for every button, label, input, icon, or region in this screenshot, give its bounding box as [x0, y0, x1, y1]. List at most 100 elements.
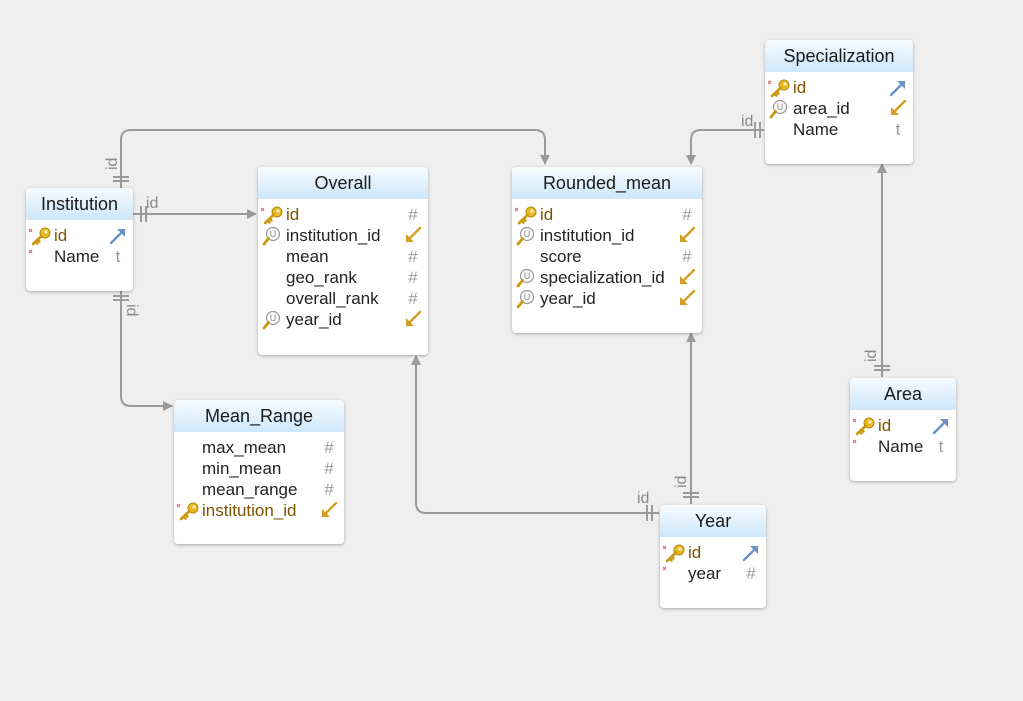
arrow-up-right-icon [109, 225, 127, 246]
not-null-icon [28, 246, 52, 267]
table-title: Mean_Range [174, 400, 344, 432]
label-year-top: id [673, 476, 690, 488]
table-rounded-mean[interactable]: Rounded_mean id # U institution_id score… [512, 167, 702, 333]
arrow-down-left-icon [678, 225, 696, 246]
column-row[interactable]: max_mean # [174, 437, 344, 458]
column-name: overall_rank [286, 289, 379, 308]
column-type: # [408, 289, 418, 308]
column-row[interactable]: id # [512, 204, 702, 225]
column-type: # [408, 205, 418, 224]
column-name: geo_rank [286, 268, 357, 287]
column-name: id [540, 205, 554, 224]
column-row[interactable]: id [660, 542, 766, 563]
column-name: institution_id [202, 501, 297, 520]
column-row[interactable]: U specialization_id [512, 267, 702, 288]
primary-key-icon [514, 204, 538, 225]
link-year-overall [411, 355, 659, 514]
column-name: mean_range [202, 480, 298, 499]
column-row[interactable]: Name t [26, 246, 133, 267]
label-year-left: id [637, 490, 649, 507]
table-title: Institution [26, 188, 133, 220]
svg-text:U: U [777, 102, 784, 112]
column-row[interactable]: U year_id [258, 309, 428, 330]
column-name: year [688, 564, 722, 583]
arrow-down-left-icon [320, 500, 338, 521]
column-row[interactable]: year # [660, 563, 766, 584]
column-type: # [324, 459, 334, 478]
column-row[interactable]: id [765, 77, 913, 98]
foreign-key-icon: U [514, 288, 538, 309]
column-name: Name [54, 247, 100, 266]
column-row[interactable]: id # [258, 204, 428, 225]
label-specialization-left: id [741, 113, 753, 130]
primary-key-icon [176, 500, 200, 521]
svg-text:U: U [524, 229, 531, 239]
column-type: # [408, 247, 418, 266]
column-type: # [324, 480, 334, 499]
column-row[interactable]: mean_range # [174, 479, 344, 500]
column-name: area_id [793, 99, 850, 118]
column-row[interactable]: Name t [765, 119, 913, 140]
link-specialization-rounded-mean [686, 129, 764, 165]
table-area[interactable]: Area id Name t [850, 378, 956, 481]
primary-key-icon [260, 204, 284, 225]
column-row[interactable]: mean # [258, 246, 428, 267]
table-title: Year [660, 505, 766, 537]
foreign-key-icon: U [767, 98, 791, 119]
foreign-key-icon: U [514, 225, 538, 246]
link-institution-mean-range [120, 291, 173, 411]
column-name: mean [286, 247, 329, 266]
table-title: Area [850, 378, 956, 410]
column-name: min_mean [202, 459, 282, 478]
column-name: year_id [540, 289, 596, 308]
column-row[interactable]: id [850, 415, 956, 436]
column-row[interactable]: Name t [850, 436, 956, 457]
table-specialization[interactable]: Specialization id U area_id Name t [765, 40, 913, 164]
table-overall[interactable]: Overall id # U institution_id mean # geo… [258, 167, 428, 355]
column-type: # [408, 268, 418, 287]
foreign-key-icon: U [260, 225, 284, 246]
column-row[interactable]: institution_id [174, 500, 344, 521]
column-row[interactable]: U area_id [765, 98, 913, 119]
label-institution-bottom: id [123, 304, 140, 316]
label-institution-right: id [146, 195, 158, 212]
column-row[interactable]: geo_rank # [258, 267, 428, 288]
column-row[interactable]: id [26, 225, 133, 246]
column-name: id [286, 205, 300, 224]
primary-key-icon [662, 542, 686, 563]
table-title: Overall [258, 167, 428, 199]
table-mean-range[interactable]: Mean_Range max_mean # min_mean # mean_ra… [174, 400, 344, 544]
link-institution-rounded-mean [120, 129, 550, 188]
svg-text:U: U [270, 313, 277, 323]
column-row[interactable]: U institution_id [258, 225, 428, 246]
column-name: id [688, 543, 702, 562]
column-row[interactable]: U institution_id [512, 225, 702, 246]
arrow-up-right-icon [889, 77, 907, 98]
column-name: id [793, 78, 807, 97]
arrow-up-right-icon [932, 415, 950, 436]
column-row[interactable]: min_mean # [174, 458, 344, 479]
primary-key-icon [852, 415, 876, 436]
column-name: Name [878, 437, 924, 456]
column-row[interactable]: score # [512, 246, 702, 267]
column-name: id [54, 226, 68, 245]
column-row[interactable]: overall_rank # [258, 288, 428, 309]
arrow-up-right-icon [742, 542, 760, 563]
arrow-down-left-icon [404, 225, 422, 246]
column-type: t [895, 120, 901, 139]
column-name: max_mean [202, 438, 287, 457]
column-type: # [324, 438, 334, 457]
table-year[interactable]: Year id year # [660, 505, 766, 608]
svg-text:U: U [524, 271, 531, 281]
primary-key-icon [767, 77, 791, 98]
column-type: # [682, 205, 692, 224]
column-type: # [682, 247, 692, 266]
column-row[interactable]: U year_id [512, 288, 702, 309]
column-name: id [878, 416, 892, 435]
column-name: institution_id [540, 226, 635, 245]
arrow-down-left-icon [678, 267, 696, 288]
foreign-key-icon: U [514, 267, 538, 288]
table-institution[interactable]: Institution id Name t [26, 188, 133, 291]
